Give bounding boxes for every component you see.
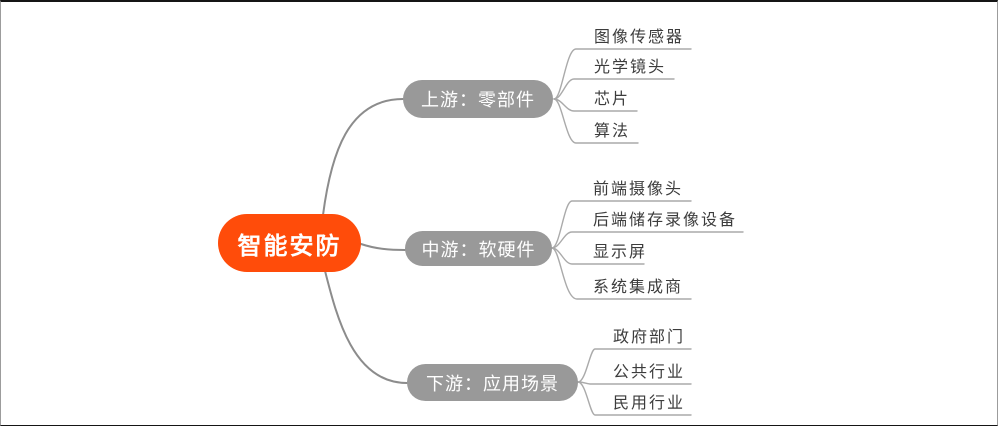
leaf-node[interactable]: 图像传感器 <box>594 29 685 46</box>
root-branch2-connector <box>360 243 406 251</box>
leaf-node[interactable]: 显示屏 <box>593 244 648 261</box>
leaf-node[interactable]: 政府部门 <box>613 329 686 346</box>
leaf-node[interactable]: 公共行业 <box>613 364 686 381</box>
root-branch3-connector <box>323 266 408 384</box>
leaf-node[interactable]: 光学镜头 <box>594 59 667 76</box>
leaf-node[interactable]: 后端储存录像设备 <box>593 212 738 229</box>
leaf-node[interactable]: 前端摄像头 <box>593 181 684 198</box>
branch-node-downstream[interactable]: 下游：应用场景 <box>407 364 578 401</box>
leaf-node[interactable]: 算法 <box>594 123 631 140</box>
leaf-node[interactable]: 民用行业 <box>613 395 686 412</box>
branch-node-upstream[interactable]: 上游：零部件 <box>403 80 553 118</box>
root-node-label: 智能安防 <box>237 233 342 260</box>
branch-node-midstream[interactable]: 中游：软硬件 <box>405 231 552 266</box>
leaf-connector <box>577 381 692 385</box>
leaf-node[interactable]: 系统集成商 <box>593 279 684 296</box>
branch-node-label: 上游：零部件 <box>421 90 535 110</box>
leaf-connector <box>551 231 744 249</box>
root-branch1-connector <box>322 98 404 216</box>
root-node[interactable]: 智能安防 <box>218 214 361 272</box>
branch-node-label: 中游：软硬件 <box>421 239 536 260</box>
branch-node-label: 下游：应用场景 <box>426 373 559 394</box>
leaf-node[interactable]: 芯片 <box>594 91 631 108</box>
